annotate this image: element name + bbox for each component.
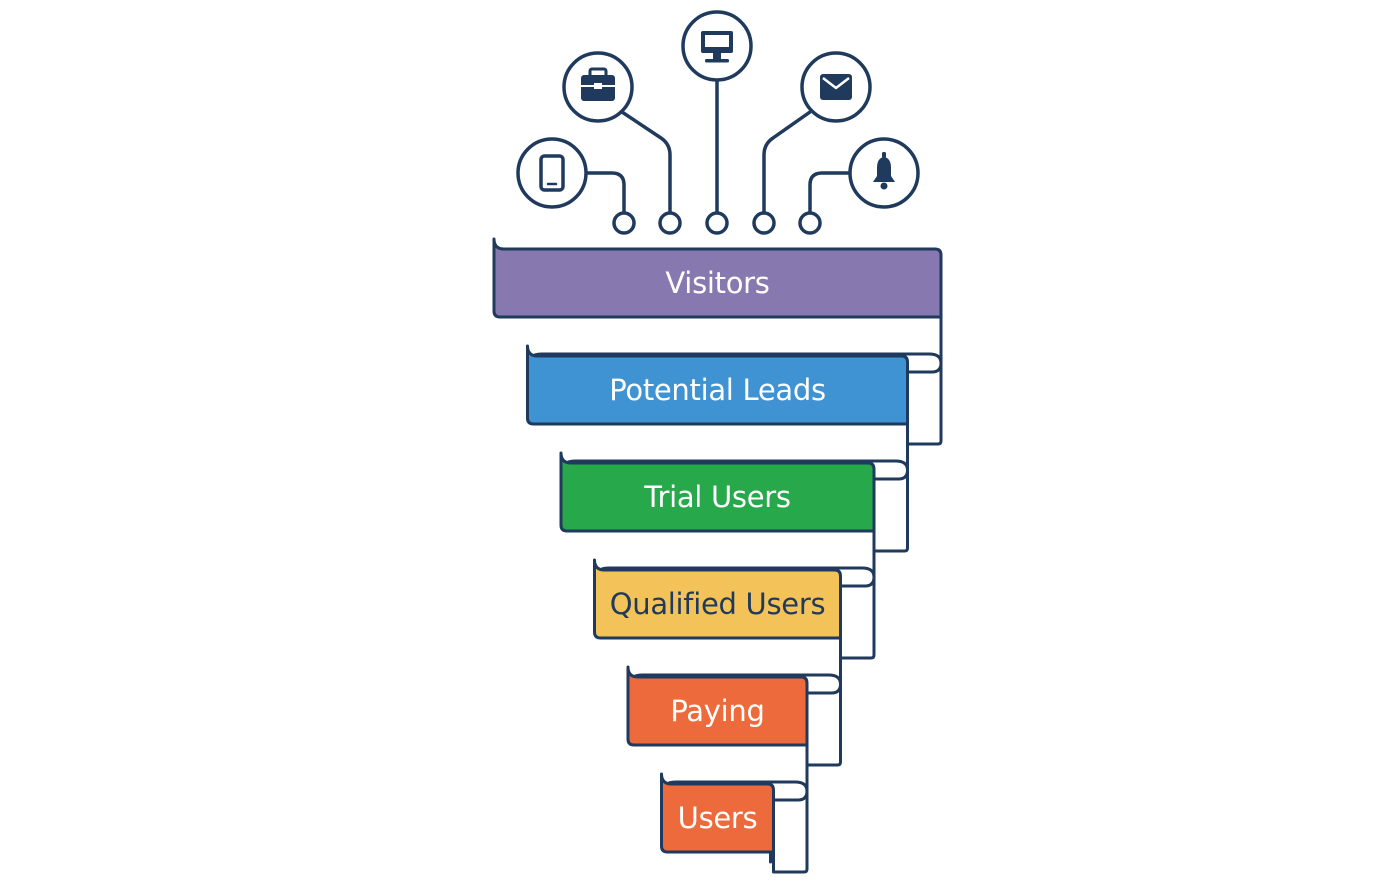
connector-bell <box>808 171 853 214</box>
endpoint-dot <box>798 211 822 235</box>
endpoint-dot <box>658 211 682 235</box>
bell-icon <box>873 152 895 190</box>
band-visitors <box>492 237 943 319</box>
band-qualified-users <box>593 558 842 640</box>
connector-smartphone <box>584 171 626 214</box>
smartphone-icon-circle <box>516 137 588 209</box>
endpoint-dot <box>612 211 636 235</box>
endpoint-dot <box>705 211 729 235</box>
icon-connectors <box>584 78 853 214</box>
connector-endpoints <box>612 211 822 235</box>
connector-briefcase <box>620 110 672 214</box>
band-users <box>660 772 775 854</box>
label-trial-users: Trial Users <box>643 480 790 514</box>
label-visitors: Visitors <box>665 266 769 300</box>
smartphone-icon <box>539 154 565 192</box>
label-qualified-users: Qualified Users <box>610 587 826 621</box>
envelope-icon <box>820 74 852 100</box>
label-paying: Paying <box>670 694 764 728</box>
band-trial-users <box>559 451 876 533</box>
briefcase-icon <box>581 67 615 101</box>
endpoint-dot <box>752 211 776 235</box>
label-users: Users <box>678 801 758 835</box>
connector-envelope <box>762 110 812 214</box>
band-potential-leads <box>526 344 909 426</box>
monitor-icon <box>701 31 733 63</box>
band-paying <box>626 665 809 747</box>
label-potential-leads: Potential Leads <box>609 373 826 407</box>
